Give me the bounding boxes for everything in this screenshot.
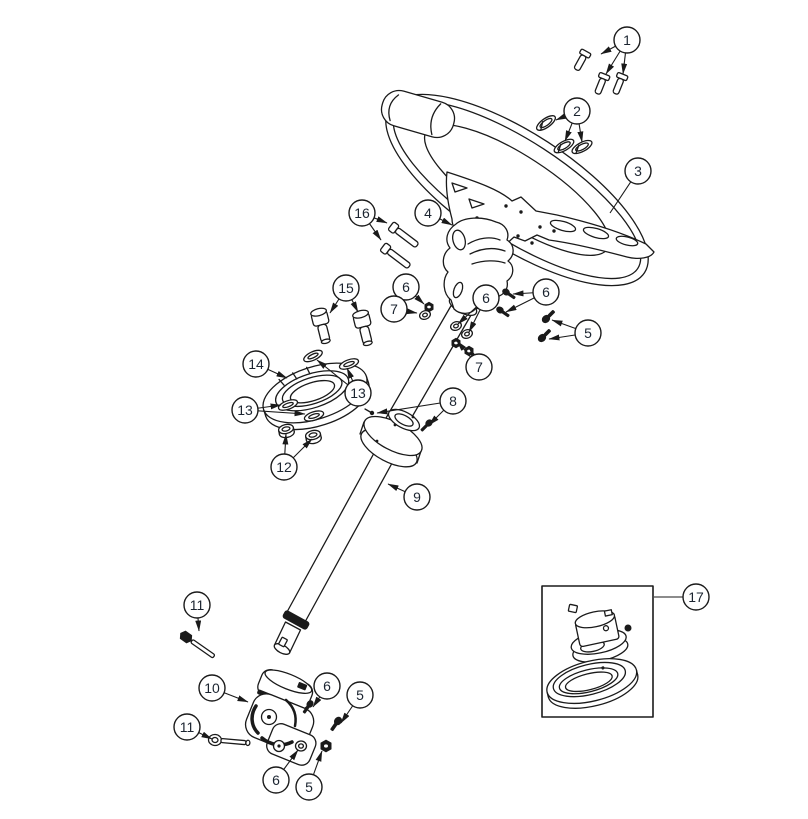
inset-bearing-hub	[570, 609, 629, 663]
svg-text:1: 1	[623, 32, 631, 48]
svg-text:5: 5	[356, 687, 364, 703]
svg-text:8: 8	[449, 393, 457, 409]
svg-text:7: 7	[475, 359, 483, 375]
svg-text:16: 16	[354, 205, 370, 221]
callout-8: 8	[439, 387, 467, 415]
wheel-grip-cap	[380, 89, 456, 139]
callout-10: 10	[198, 674, 226, 702]
callout-13: 13	[231, 396, 259, 424]
part-shoulder-bolts-15	[310, 307, 373, 347]
part-universal-joint	[244, 668, 317, 766]
callout-6: 6	[262, 766, 290, 794]
svg-text:11: 11	[190, 597, 205, 613]
callout-13: 13	[344, 379, 372, 407]
callout-11: 11	[173, 713, 201, 741]
callout-7: 7	[465, 353, 493, 381]
callout-6: 6	[313, 672, 341, 700]
callout-2: 2	[563, 97, 591, 125]
callout-6: 6	[392, 273, 420, 301]
callout-14: 14	[242, 350, 270, 378]
svg-text:7: 7	[390, 301, 398, 317]
part-bolts-11	[179, 630, 251, 747]
svg-text:6: 6	[542, 284, 550, 300]
svg-text:13: 13	[237, 402, 253, 418]
part-ujoint-hardware	[294, 700, 343, 753]
svg-text:17: 17	[688, 589, 704, 605]
callout-17: 17	[682, 583, 710, 611]
callout-11: 11	[183, 591, 211, 619]
callout-3: 3	[624, 157, 652, 185]
svg-text:14: 14	[248, 356, 264, 372]
svg-text:10: 10	[204, 680, 220, 696]
part-column-bushing	[359, 408, 423, 468]
svg-text:6: 6	[482, 290, 490, 306]
svg-text:2: 2	[573, 103, 581, 119]
svg-text:15: 15	[338, 280, 354, 296]
callout-5: 5	[346, 681, 374, 709]
inset-box-17	[541, 585, 654, 718]
svg-text:5: 5	[584, 325, 592, 341]
callout-5: 5	[295, 773, 323, 801]
svg-text:3: 3	[634, 163, 642, 179]
inset-seal-ring	[546, 658, 639, 709]
callout-6: 6	[532, 278, 560, 306]
svg-text:9: 9	[413, 489, 421, 505]
callout-16: 16	[348, 199, 376, 227]
callout-1: 1	[613, 26, 641, 54]
callout-12: 12	[270, 453, 298, 481]
callout-5: 5	[574, 319, 602, 347]
svg-text:6: 6	[272, 772, 280, 788]
callout-9: 9	[403, 483, 431, 511]
svg-text:6: 6	[323, 678, 331, 694]
svg-text:11: 11	[180, 719, 195, 735]
callout-15: 15	[332, 274, 360, 302]
callout-4: 4	[414, 199, 442, 227]
part-bolts-16	[379, 221, 419, 269]
part-lower-shaft	[273, 443, 398, 655]
part-slotted-washers	[535, 115, 593, 155]
svg-text:4: 4	[424, 205, 432, 221]
part-clips-13	[277, 349, 360, 422]
callout-7: 7	[380, 295, 408, 323]
part-stud-pins	[573, 48, 629, 95]
svg-text:6: 6	[402, 279, 410, 295]
svg-text:5: 5	[305, 779, 313, 795]
svg-text:12: 12	[276, 459, 292, 475]
svg-text:13: 13	[350, 385, 366, 401]
callout-6: 6	[472, 284, 500, 312]
